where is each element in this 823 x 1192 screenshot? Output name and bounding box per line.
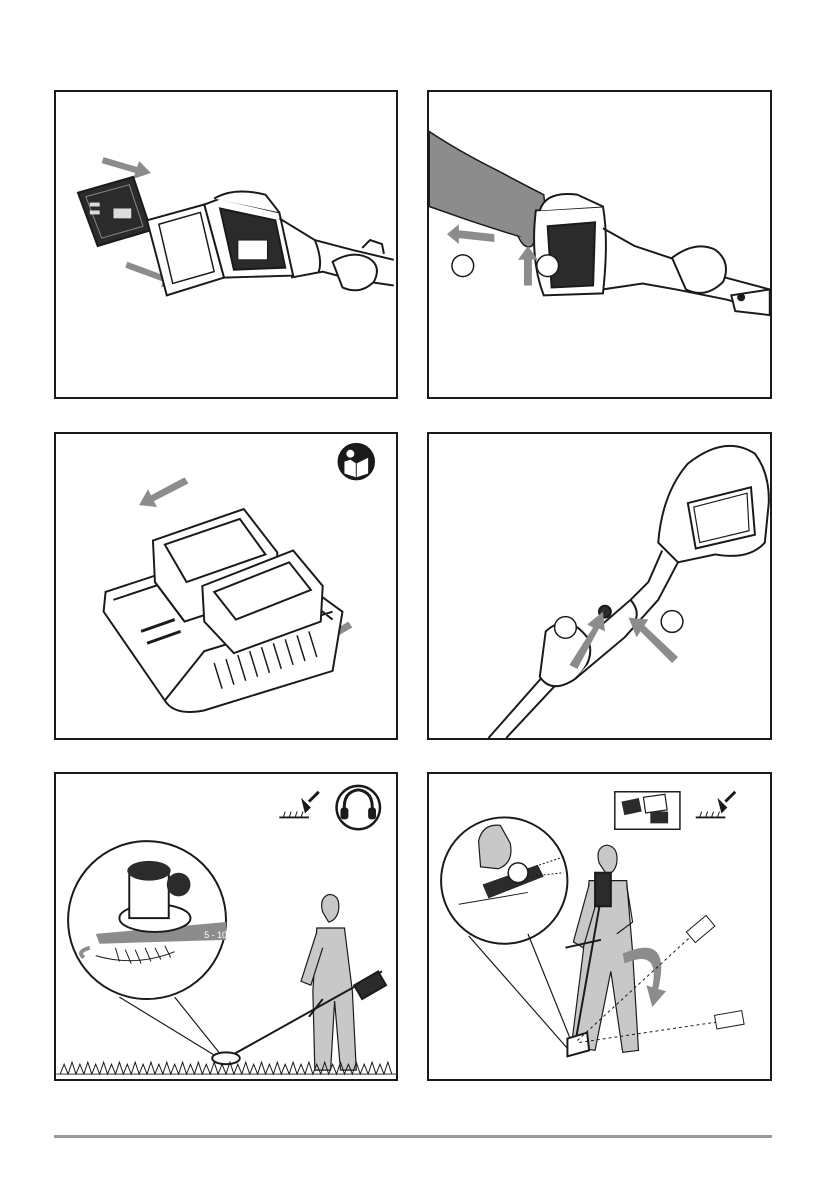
hand-icon (429, 131, 547, 246)
grass-cutting-icon (279, 792, 318, 818)
battery-charging-step (54, 432, 398, 740)
callout-circle-1 (452, 255, 474, 277)
height-measure-label: 5 - 10 (204, 930, 227, 940)
battery-insert-illustration (56, 92, 396, 397)
release-arrow-left (447, 224, 494, 244)
battery-pack-icon (615, 792, 680, 830)
ear-protection-icon (337, 786, 380, 829)
handle-adjust-step (427, 432, 772, 740)
trimmer-tool (212, 971, 386, 1064)
callout-circle-2 (537, 255, 559, 277)
footer-rule (54, 1135, 772, 1138)
insert-arrow-upper (102, 157, 151, 179)
trimmer-shaft (488, 446, 768, 738)
trimming-illustration: 5 - 10 (56, 774, 396, 1079)
grass-cutting-icon (696, 792, 735, 818)
detail-magnifier: 5 - 10 (68, 841, 227, 999)
battery-charging-illustration (56, 434, 396, 738)
battery-release-step (427, 90, 772, 399)
battery-icon (78, 177, 151, 246)
magnifier-pointer (469, 934, 574, 1048)
handle-adjust-illustration (429, 434, 770, 738)
battery-compartment (147, 191, 394, 295)
callout-circle-2 (661, 611, 683, 633)
battery-insert-step (54, 90, 398, 399)
remove-arrow (139, 477, 188, 507)
detail-magnifier (441, 817, 567, 943)
battery-release-illustration (429, 92, 770, 397)
callout-circle-1 (555, 617, 577, 639)
trimmer-ghost-2 (579, 1011, 744, 1043)
operator-figure (301, 894, 356, 1070)
read-manual-icon (338, 443, 376, 481)
trimmer-head (534, 194, 770, 315)
trimming-height-step: 5 - 10 (54, 772, 398, 1081)
edging-illustration (429, 774, 770, 1079)
edging-step (427, 772, 772, 1081)
magnifier-pointer (119, 997, 222, 1056)
